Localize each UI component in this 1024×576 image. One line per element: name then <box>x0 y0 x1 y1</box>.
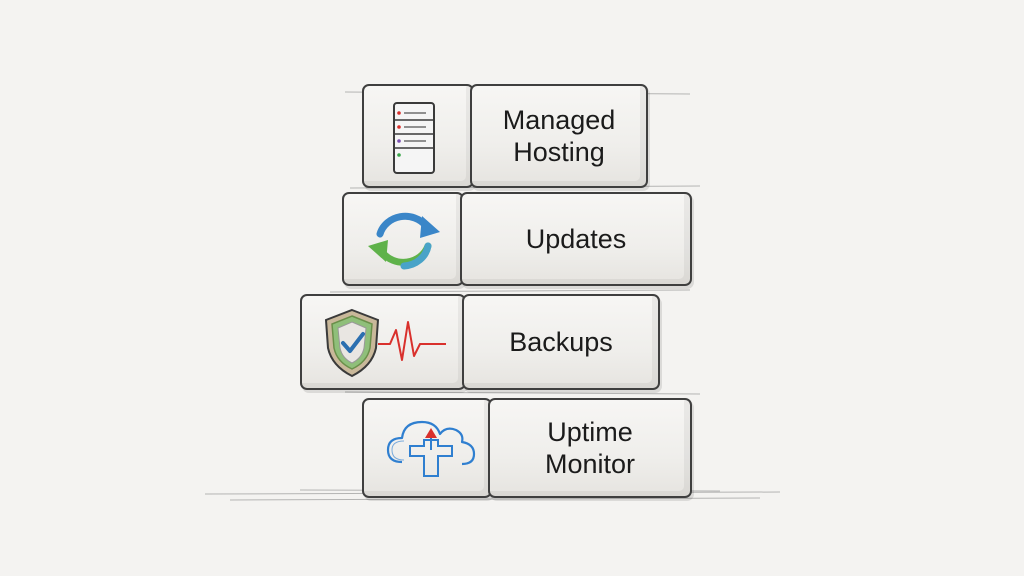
uptime-monitor-label-box: Uptime Monitor <box>488 398 692 498</box>
updates-icon-box <box>342 192 464 286</box>
server-icon <box>390 100 438 176</box>
shield-heartbeat-icon <box>320 306 450 380</box>
managed-hosting-block: Managed Hosting <box>362 84 648 188</box>
backups-block: Backups <box>300 294 660 390</box>
managed-hosting-label: Managed Hosting <box>502 105 616 167</box>
uptime-monitor-block: Uptime Monitor <box>362 398 692 498</box>
updates-label-box: Updates <box>460 192 692 286</box>
uptime-monitor-label: Uptime Monitor <box>544 417 636 479</box>
cloud-upload-icon <box>384 410 478 482</box>
backups-label: Backups <box>509 327 613 357</box>
sync-arrows-icon <box>364 204 444 274</box>
updates-label: Updates <box>525 224 627 254</box>
managed-hosting-label-box: Managed Hosting <box>470 84 648 188</box>
updates-block: Updates <box>342 192 692 286</box>
backups-label-box: Backups <box>462 294 660 390</box>
